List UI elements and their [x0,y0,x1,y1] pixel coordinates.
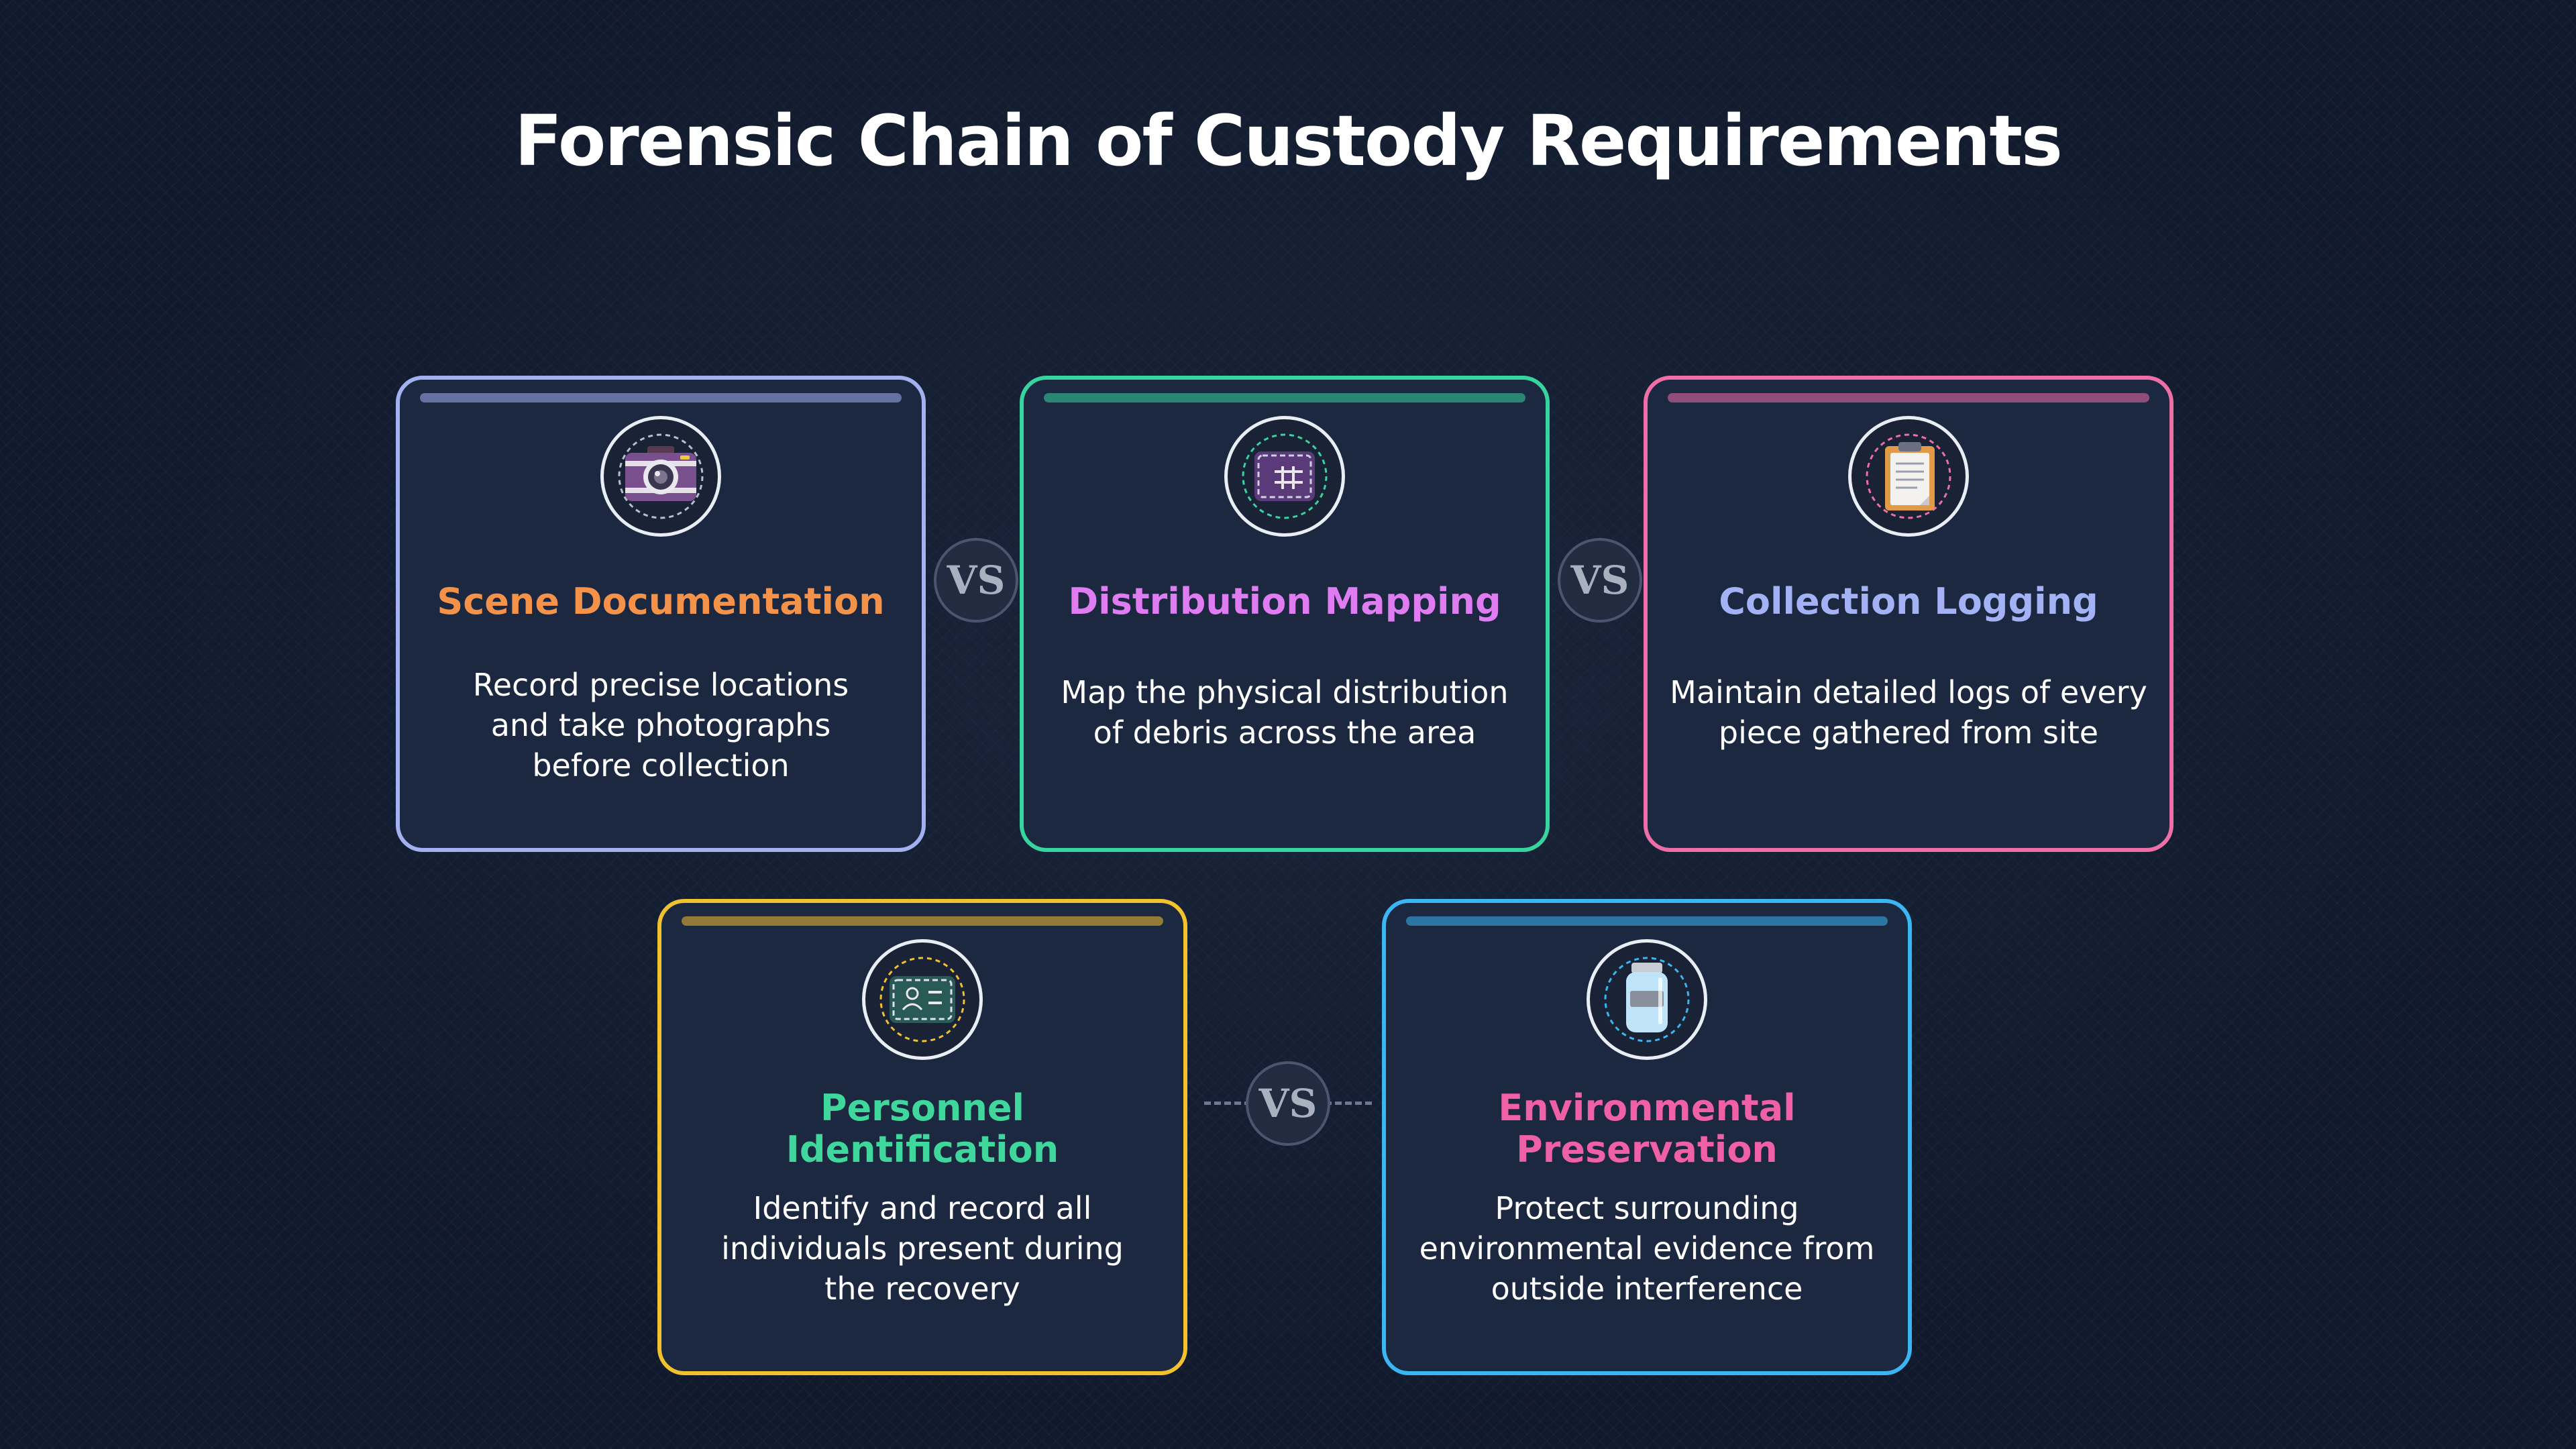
clipboard-icon [1866,433,1951,519]
card-description: Maintain detailed logs of every piece ga… [1670,674,2147,751]
card-description: Record precise locations and take photog… [472,667,849,784]
card-icon-badge [600,416,721,537]
card-accent-bar [1668,393,2149,402]
card-description: Protect surrounding environmental eviden… [1419,1190,1875,1307]
card-accent-bar [420,393,902,402]
card-collection-logging: Collection Logging Maintain detailed log… [1644,376,2174,852]
card-scene-documentation: Scene Documentation Record precise locat… [396,376,926,852]
card-heading: Scene Documentation [437,580,885,623]
camera-icon [618,433,704,519]
vs-badge: VS [1246,1061,1330,1146]
jar-icon [1604,957,1690,1042]
card-accent-bar [1044,393,1525,402]
card-accent-bar [682,916,1163,926]
card-description: Identify and record all individuals pres… [721,1190,1124,1307]
map-icon [1242,433,1328,519]
card-icon-badge [1848,416,1969,537]
card-heading: Collection Logging [1719,580,2098,623]
card-heading: Personnel Identification [786,1087,1059,1171]
card-description: Map the physical distribution of debris … [1061,674,1509,751]
card-heading: Environmental Preservation [1498,1087,1796,1171]
card-icon-badge [1224,416,1345,537]
card-heading: Distribution Mapping [1068,580,1501,623]
vs-badge: VS [934,538,1018,623]
card-icon-badge [1587,939,1707,1060]
card-distribution-mapping: Distribution Mapping Map the physical di… [1020,376,1550,852]
card-environmental-preservation: Environmental Preservation Protect surro… [1382,899,1912,1375]
id-card-icon [879,957,965,1042]
card-accent-bar [1406,916,1888,926]
card-icon-badge [862,939,983,1060]
card-personnel-identification: Personnel Identification Identify and re… [657,899,1187,1375]
vs-badge: VS [1558,538,1642,623]
page-title: Forensic Chain of Custody Requirements [515,100,2063,182]
